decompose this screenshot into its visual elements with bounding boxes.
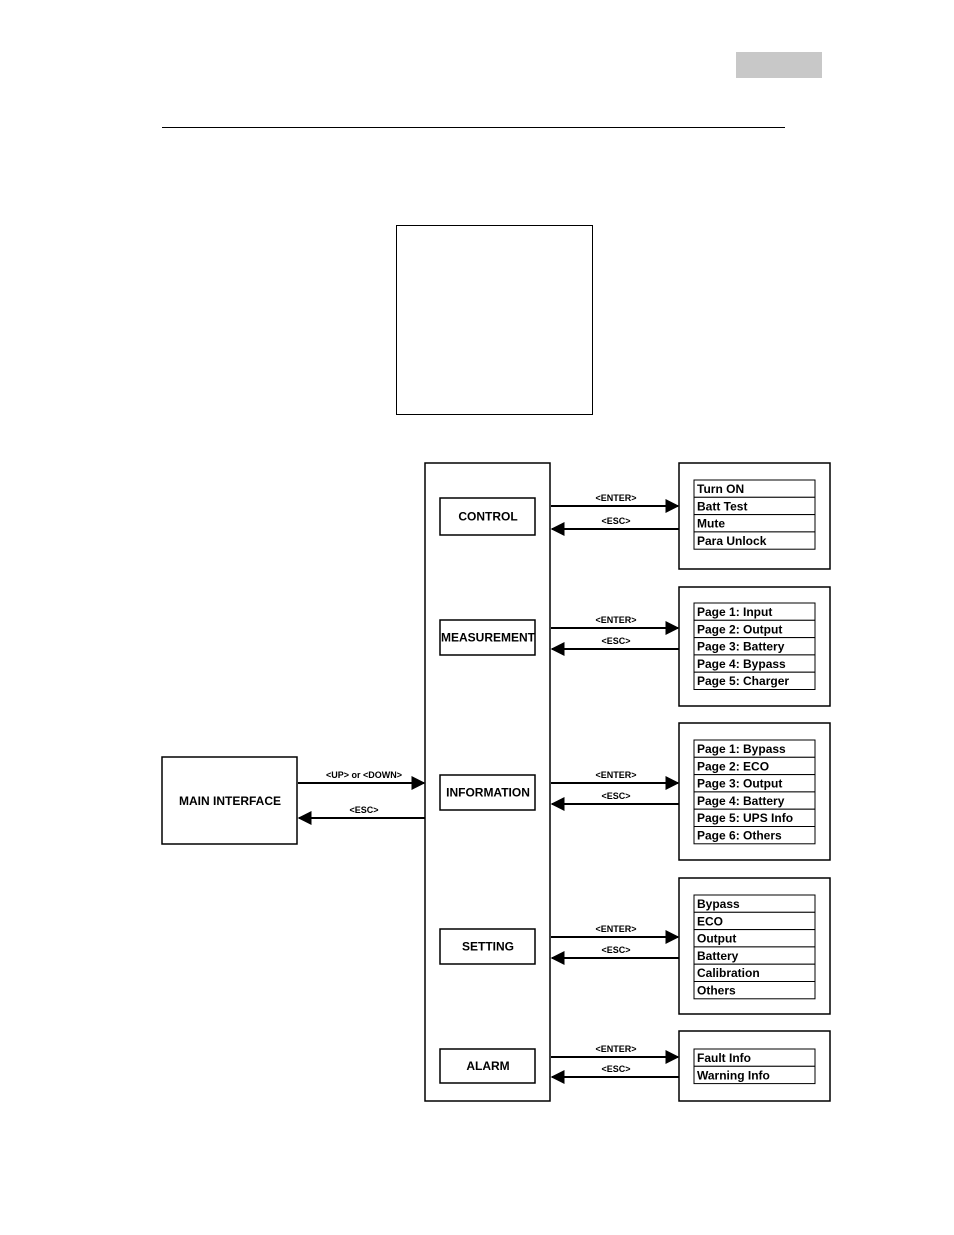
information-esc-label: <ESC> bbox=[601, 791, 630, 801]
control-esc-label: <ESC> bbox=[601, 516, 630, 526]
main-interface-label: MAIN INTERFACE bbox=[179, 794, 281, 808]
setting-button[interactable] bbox=[439, 928, 536, 965]
control-button[interactable] bbox=[439, 497, 536, 536]
main-to-menu-label: <UP> or <DOWN> bbox=[326, 770, 402, 780]
alarm-enter-label: <ENTER> bbox=[595, 1044, 636, 1054]
main-interface-box bbox=[161, 756, 298, 845]
alarm-esc-label: <ESC> bbox=[601, 1064, 630, 1074]
submenu-item-label: Page 5: UPS Info bbox=[697, 811, 793, 825]
control-enter-label: <ENTER> bbox=[595, 493, 636, 503]
submenu-item-label: Para Unlock bbox=[697, 534, 767, 548]
submenu-item-label: Page 2: ECO bbox=[697, 759, 769, 773]
submenu-item[interactable] bbox=[693, 671, 816, 691]
measurement-esc-label: <ESC> bbox=[601, 636, 630, 646]
submenu-item-label: Page 1: Input bbox=[697, 605, 772, 619]
measurement-button-label: MEASUREMENT bbox=[441, 631, 536, 645]
submenu-item-label: Page 6: Others bbox=[697, 829, 782, 843]
information-button-label: INFORMATION bbox=[446, 786, 530, 800]
setting-button-label: SETTING bbox=[462, 940, 514, 954]
measurement-enter-label: <ENTER> bbox=[595, 615, 636, 625]
measurement-button[interactable] bbox=[439, 619, 536, 656]
control-button-label: CONTROL bbox=[458, 510, 517, 524]
submenu-item[interactable] bbox=[693, 981, 816, 1000]
setting-enter-label: <ENTER> bbox=[595, 924, 636, 934]
header-rule bbox=[162, 127, 785, 128]
submenu-item[interactable] bbox=[693, 826, 816, 845]
submenu-item-label: Fault Info bbox=[697, 1051, 751, 1065]
submenu-item-label: ECO bbox=[697, 914, 723, 928]
submenu-item-label: Batt Test bbox=[697, 499, 747, 513]
information-group: INFORMATION <ENTER> <ESC> Page 1: BypassPag… bbox=[439, 722, 831, 861]
submenu-item-label: Output bbox=[697, 932, 736, 946]
control-group: CONTROL <ENTER> <ESC> Turn ON Batt TestMuteP… bbox=[439, 462, 831, 570]
menu-to-main-label: <ESC> bbox=[349, 805, 378, 815]
setting-esc-label: <ESC> bbox=[601, 945, 630, 955]
submenu-item-label: Page 3: Battery bbox=[697, 640, 785, 654]
submenu-item-label: Page 2: Output bbox=[697, 622, 782, 636]
submenu-item-label: Bypass bbox=[697, 897, 740, 911]
submenu-item-label: Page 4: Battery bbox=[697, 794, 785, 808]
submenu-item-label: Page 3: Output bbox=[697, 777, 782, 791]
submenu-item[interactable] bbox=[693, 1065, 816, 1085]
alarm-button-label: ALARM bbox=[466, 1059, 509, 1073]
alarm-button[interactable] bbox=[439, 1048, 536, 1084]
measurement-group: MEASUREMENT <ENTER> <ESC> Page 1: InputPage… bbox=[439, 586, 831, 707]
submenu-item-label: Page 1: Bypass bbox=[697, 742, 786, 756]
submenu-item-label: Others bbox=[697, 984, 736, 998]
information-button[interactable] bbox=[439, 774, 536, 811]
image-placeholder-frame bbox=[396, 225, 593, 415]
submenu-item-label: Warning Info bbox=[697, 1068, 770, 1082]
submenu-item-label: Page 4: Bypass bbox=[697, 657, 786, 671]
information-enter-label: <ENTER> bbox=[595, 770, 636, 780]
submenu-item-label: Calibration bbox=[697, 966, 760, 980]
submenu-item[interactable] bbox=[693, 531, 816, 550]
submenu-item-label: Mute bbox=[697, 517, 725, 531]
page-tab-marker bbox=[736, 52, 822, 78]
submenu-item-label: Page 5: Charger bbox=[697, 674, 789, 688]
submenu-item-label: Turn ON bbox=[697, 482, 744, 496]
submenu-item-label: Battery bbox=[697, 949, 739, 963]
